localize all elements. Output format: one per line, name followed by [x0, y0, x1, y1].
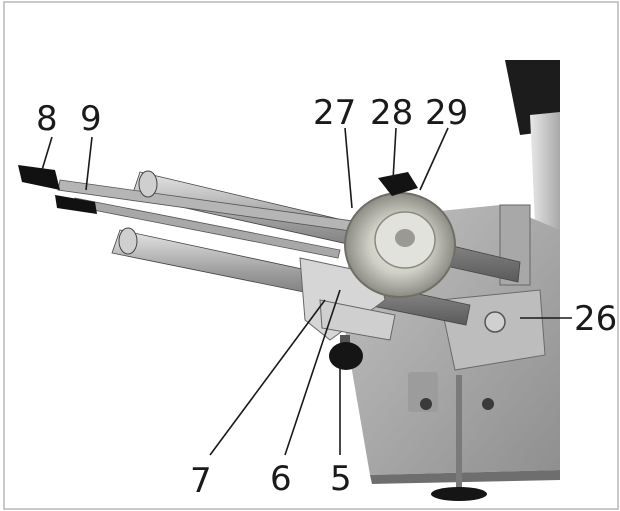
callout-9: 9 — [80, 99, 102, 139]
callout-26: 26 — [574, 299, 617, 339]
callout-8: 8 — [36, 99, 58, 139]
callout-labels: 8 9 27 28 29 26 7 6 5 — [36, 93, 617, 501]
callout-28: 28 — [370, 93, 413, 133]
wheel-knob — [378, 172, 418, 196]
callout-5: 5 — [330, 459, 352, 499]
handle-grips — [18, 165, 97, 214]
height-adjust-rod — [431, 375, 487, 501]
callout-27: 27 — [313, 93, 356, 133]
callout-29: 29 — [425, 93, 468, 133]
grinding-wheel — [344, 192, 456, 298]
callout-7: 7 — [190, 461, 212, 501]
leader-lines — [41, 127, 572, 456]
clamp-knob — [329, 335, 363, 370]
callout-6: 6 — [270, 459, 292, 499]
